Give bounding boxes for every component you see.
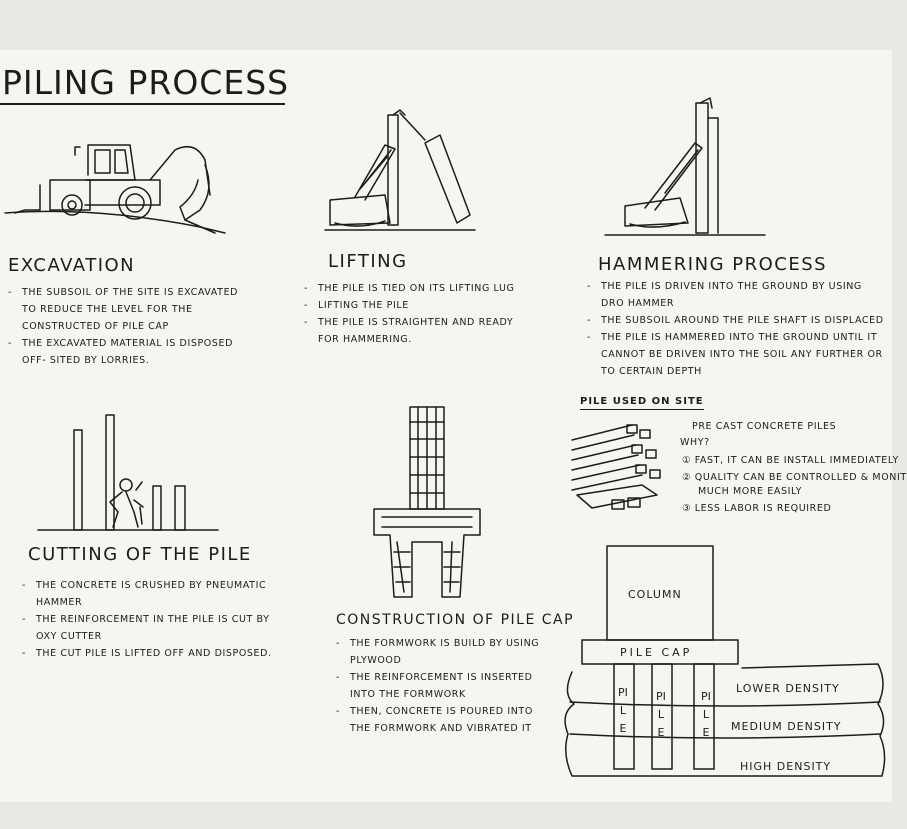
crane-lifting-sketch [324, 109, 476, 231]
list-item: The pile is straighten and ready for ham… [304, 314, 534, 348]
list-item: The subsoil around the pile shaft is dis… [587, 312, 887, 329]
list-item: The formwork is build by using plywood [336, 635, 556, 669]
list-item: The reinforcement is inserted into the f… [336, 669, 556, 703]
title-underline [0, 103, 285, 105]
pile-used-heading: PILE USED ON SITE [580, 396, 704, 410]
pile-cap-notes: The formwork is build by using plywood T… [336, 635, 556, 737]
page-title: PILING PROCESS [2, 63, 290, 102]
pile-label: PILE [701, 690, 711, 739]
soil-layer-label: HIGH DENSITY [740, 760, 832, 773]
pile-label: PILE [656, 690, 666, 739]
soil-layer-label: MEDIUM DENSITY [731, 720, 842, 733]
list-item: ① Fast, it can be install immediately [682, 455, 899, 466]
list-item: The excavated material is disposed off- … [8, 335, 248, 369]
lifting-notes: The pile is tied on its lifting lug Lift… [304, 280, 534, 348]
precast-piles-sketch [571, 424, 661, 510]
hammering-heading: HAMMERING PROCESS [598, 254, 828, 275]
list-item: The reinforcement in the pile is cut by … [22, 611, 272, 645]
list-item: The concrete is crushed by pneumatic ham… [22, 577, 272, 611]
excavation-notes: The subsoil of the site is excavated to … [8, 284, 248, 369]
pile-reasons: ① Fast, it can be install immediately ② … [682, 454, 907, 519]
list-item: Then, concrete is poured into the formwo… [336, 703, 556, 737]
pile-label: PILE [618, 686, 628, 735]
pile-type-label: Pre cast concrete piles [692, 421, 837, 432]
pile-cap-label: PILE CAP [620, 646, 693, 659]
column-label: COLUMN [628, 588, 682, 601]
cutting-notes: The concrete is crushed by pneumatic ham… [22, 577, 272, 662]
pile-cutting-sketch [37, 414, 219, 531]
excavation-heading: EXCAVATION [8, 255, 136, 276]
lifting-heading: LIFTING [328, 251, 408, 272]
pile-cap-heading: CONSTRUCTION OF PILE CAP [336, 612, 575, 628]
pile-driver-sketch [604, 97, 766, 236]
list-item: The pile is driven into the ground by us… [587, 278, 887, 312]
list-item: The cut pile is lifted off and disposed. [22, 645, 272, 662]
excavator-sketch [4, 144, 226, 234]
list-item: ② Quality can be controlled & monit [682, 472, 907, 483]
why-label: WHY? [680, 437, 710, 448]
list-item: The pile is hammered into the ground unt… [587, 329, 887, 380]
soil-layer-label: LOWER DENSITY [736, 682, 840, 695]
foundation-diagram [564, 545, 886, 777]
list-item: Lifting the pile [304, 297, 534, 314]
hammering-notes: The pile is driven into the ground by us… [587, 278, 887, 380]
cutting-heading: CUTTING OF THE PILE [28, 544, 252, 565]
list-item: ③ Less labor is required [682, 503, 832, 514]
pile-cap-rebar-sketch [373, 406, 481, 598]
list-item: The subsoil of the site is excavated to … [8, 284, 248, 335]
list-item: The pile is tied on its lifting lug [304, 280, 534, 297]
list-item: much more easily [698, 486, 803, 497]
